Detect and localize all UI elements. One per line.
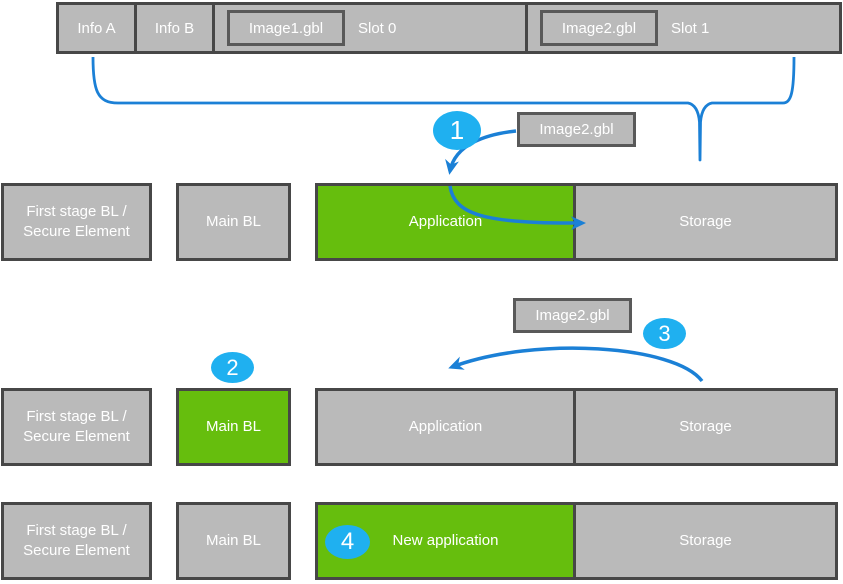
row1-main-bl-box: Main BL bbox=[176, 183, 291, 261]
row3-main-bl-label: Main BL bbox=[205, 531, 262, 549]
step-badge-2: 2 bbox=[211, 352, 254, 383]
row2-storage-box: Storage bbox=[573, 388, 838, 466]
step-badge-3: 3 bbox=[643, 318, 686, 349]
row3-first-stage-bl-label: First stage BL / Secure Element bbox=[23, 521, 130, 559]
info-b-label: Info B bbox=[154, 19, 195, 37]
slot0-label: Slot 0 bbox=[358, 19, 397, 37]
step-4-number: 4 bbox=[340, 528, 355, 555]
row1-storage-label: Storage bbox=[679, 212, 732, 230]
row2-first-stage-bl-label: First stage BL / Secure Element bbox=[23, 407, 130, 445]
image1-gbl-box: Image1.gbl bbox=[227, 10, 345, 46]
image2-gbl-step1-label: Image2.gbl bbox=[539, 121, 614, 138]
image2-gbl-box-step3: Image2.gbl bbox=[513, 298, 632, 333]
row3-storage-box: Storage bbox=[573, 502, 838, 580]
row2-main-bl-box: Main BL bbox=[176, 388, 291, 466]
flash-bar-segment-info-b: Info B bbox=[134, 2, 215, 54]
row3-main-bl-box: Main BL bbox=[176, 502, 291, 580]
row2-application-label: Application bbox=[408, 417, 483, 435]
row1-first-stage-bl-label: First stage BL / Secure Element bbox=[23, 202, 130, 240]
row2-storage-label: Storage bbox=[679, 417, 732, 435]
step-3-number: 3 bbox=[658, 320, 671, 346]
row3-first-stage-bl-box: First stage BL / Secure Element bbox=[1, 502, 152, 580]
image1-gbl-label: Image1.gbl bbox=[248, 19, 324, 37]
step-badge-1: 1 bbox=[433, 111, 481, 150]
step-badge-4: 4 bbox=[325, 525, 370, 559]
row1-first-stage-bl-box: First stage BL / Secure Element bbox=[1, 183, 152, 261]
row2-main-bl-label: Main BL bbox=[205, 417, 262, 435]
image2-gbl-box-slot1: Image2.gbl bbox=[540, 10, 658, 46]
flash-bar-segment-slot1: Image2.gbl Slot 1 bbox=[525, 2, 842, 54]
step-1-number: 1 bbox=[449, 115, 465, 145]
row2-first-stage-bl-box: First stage BL / Secure Element bbox=[1, 388, 152, 466]
row2-application-box: Application bbox=[315, 388, 576, 466]
info-a-label: Info A bbox=[77, 19, 116, 37]
row3-storage-label: Storage bbox=[679, 531, 732, 549]
step-2-number: 2 bbox=[226, 354, 239, 380]
row1-storage-box: Storage bbox=[573, 183, 838, 261]
row1-main-bl-label: Main BL bbox=[205, 212, 262, 230]
flash-bar-segment-slot0: Image1.gbl Slot 0 bbox=[212, 2, 528, 54]
row3-new-application-label: New application bbox=[392, 531, 499, 549]
image2-gbl-step3-label: Image2.gbl bbox=[535, 307, 610, 324]
row1-application-box: Application bbox=[315, 183, 576, 261]
flash-bar-segment-info-a: Info A bbox=[56, 2, 137, 54]
image2-gbl-box-step1: Image2.gbl bbox=[517, 112, 636, 147]
row1-application-label: Application bbox=[408, 212, 483, 230]
image2-gbl-slot1-label: Image2.gbl bbox=[561, 19, 637, 37]
arrow-storage-to-application bbox=[448, 346, 704, 383]
slot1-label: Slot 1 bbox=[671, 19, 710, 37]
